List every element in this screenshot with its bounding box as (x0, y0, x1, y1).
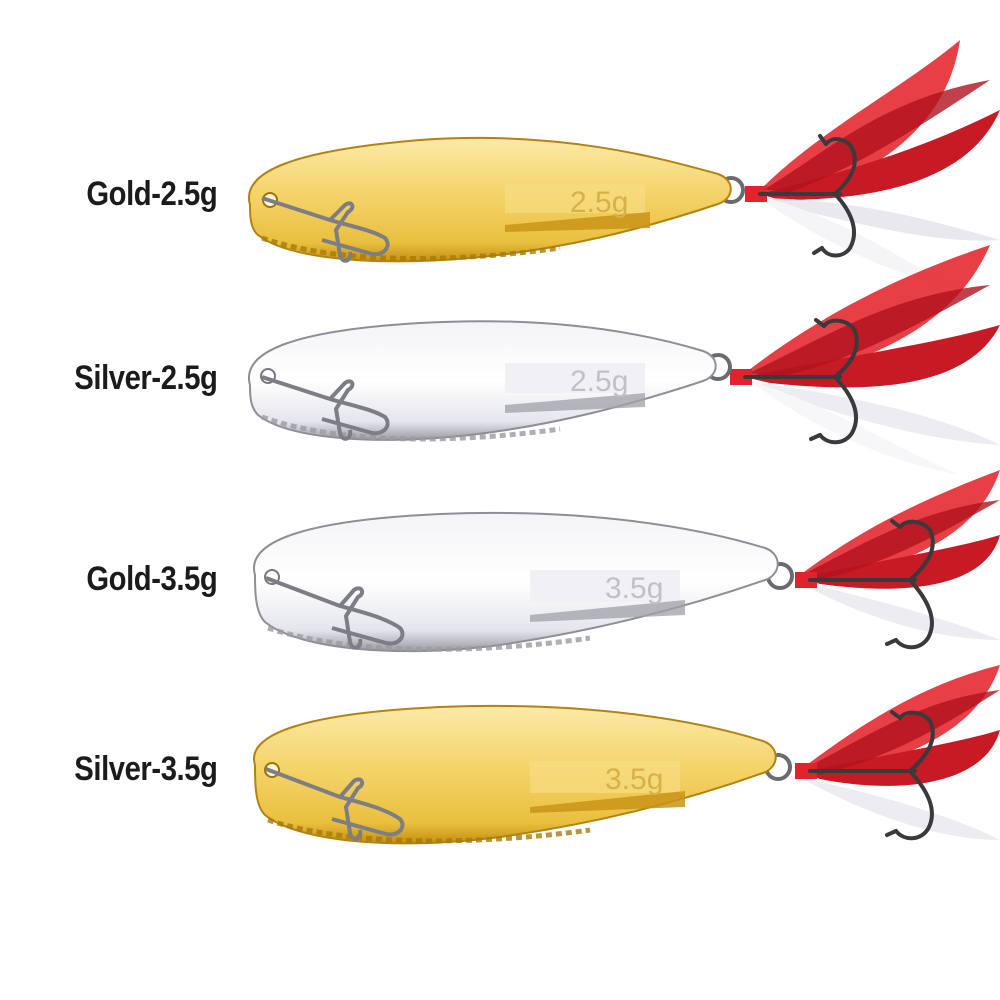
thread-wrap (730, 369, 752, 385)
snap-clip-icon (265, 767, 405, 841)
weight-stamp: 2.5g (570, 365, 628, 398)
weight-stamp: 2.5g (570, 186, 628, 219)
weight-stamp: 3.5g (605, 572, 663, 605)
feather-tail-icon (800, 665, 1000, 840)
lure-label-4: Silver-3.5g (73, 750, 218, 788)
spoon-body (253, 511, 779, 653)
spoon-body (253, 704, 777, 845)
treble-hook-icon (743, 318, 859, 445)
treble-hook-icon (758, 134, 857, 258)
lure-label-1: Gold-2.5g (86, 175, 217, 213)
spoon-body (247, 136, 732, 263)
treble-hook-icon (808, 710, 935, 841)
thread-wrap (745, 186, 767, 202)
snap-clip-icon (261, 196, 390, 263)
feather-tail-icon (745, 245, 1000, 475)
lure-row-1: Gold-2.5g 2.5g (0, 40, 1000, 320)
lure-row-4: Silver-3.5g 3.5g (0, 645, 1000, 895)
feather-tail-icon (760, 40, 1000, 290)
lure-label-2: Silver-2.5g (73, 359, 218, 397)
lure-label-3: Gold-3.5g (86, 560, 217, 598)
lure-row-2: Silver-2.5g 2.5g (0, 245, 1000, 505)
spoon-lure-gold: 3.5g (253, 665, 1000, 845)
feather-tail-icon (800, 470, 1000, 640)
spoon-lure-silver: 2.5g (247, 245, 1000, 475)
snap-clip-icon (261, 375, 390, 441)
spoon-lure-gold: 2.5g (247, 40, 1000, 290)
lure-row-3: Gold-3.5g 3.5g (0, 450, 1000, 700)
weight-stamp: 3.5g (605, 763, 663, 796)
treble-hook-icon (808, 519, 935, 650)
thread-wrap (795, 763, 817, 779)
thread-wrap (795, 572, 817, 588)
spoon-lure-silver: 3.5g (253, 470, 1000, 653)
spoon-body (247, 320, 717, 441)
snap-clip-icon (265, 576, 405, 650)
